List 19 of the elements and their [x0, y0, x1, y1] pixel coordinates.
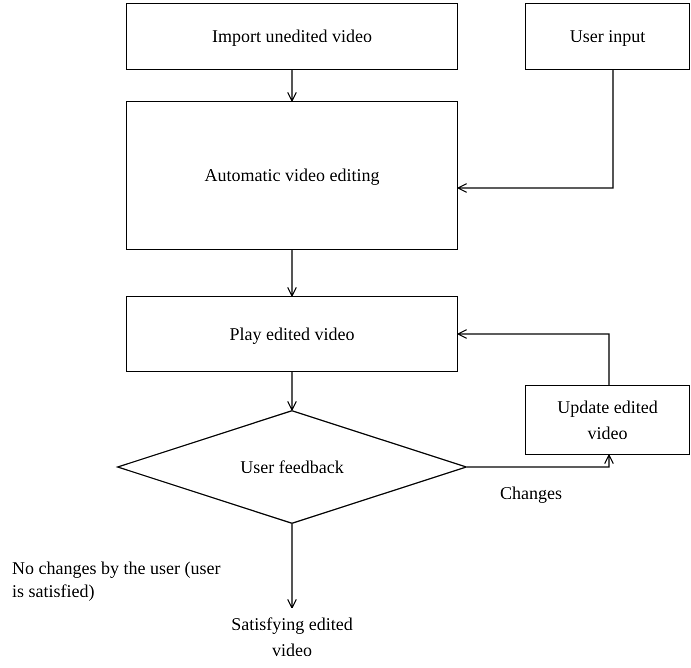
- process-box: [126, 3, 458, 70]
- process-box: [525, 385, 690, 455]
- arrow: [457, 70, 614, 194]
- process-box: [525, 3, 690, 70]
- arrow: [286, 524, 298, 609]
- process-box: [126, 101, 458, 250]
- arrow: [467, 454, 614, 468]
- process-label: Automatic video editing: [204, 164, 380, 188]
- arrow: [457, 328, 610, 385]
- process-label: User input: [570, 25, 646, 48]
- process-label: Import unedited video: [212, 25, 372, 48]
- arrow: [286, 70, 298, 102]
- process-label: Update edited video: [556, 396, 659, 445]
- arrow: [286, 250, 298, 297]
- outcome-text: Satisfying edited video: [230, 612, 354, 662]
- process-label: Play edited video: [230, 322, 354, 346]
- arrow: [286, 372, 298, 411]
- decision-label: User feedback: [240, 456, 344, 479]
- process-box: [126, 296, 458, 372]
